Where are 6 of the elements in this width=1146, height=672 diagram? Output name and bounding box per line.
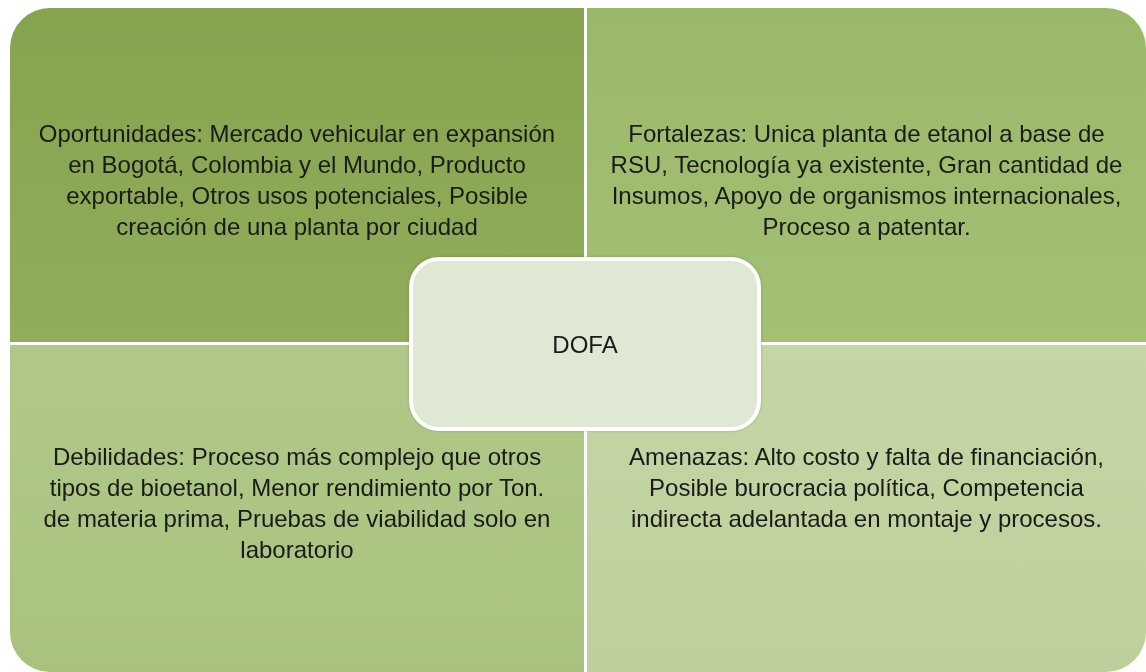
node-text: Debilidades: Proceso más complejo que otros tipos de bioetanol, Menor rendimiento por Ton. de materia prima, Pruebas de viabilidad solo en laboratorio (42, 441, 552, 565)
center-box (409, 257, 761, 431)
node-text: Fortalezas: Unica planta de etanol a base de RSU, Tecnología ya existente, Gran cantidad de Insumos, Apoyo de organismos internacionales, Proceso a patentar. (609, 119, 1124, 242)
node-text: DOFA (552, 329, 618, 360)
node-text: Oportunidades: Mercado vehicular en expansión en Bogotá, Colombia y el Mundo, Producto exportable, Otros usos potenciales, Posible creación de una planta por ciudad (37, 119, 557, 242)
node-text: Amenazas: Alto costo y falta de financiación, Posible burocracia política, Competencia indirecta adelantada en montaje y procesos. (628, 442, 1105, 534)
